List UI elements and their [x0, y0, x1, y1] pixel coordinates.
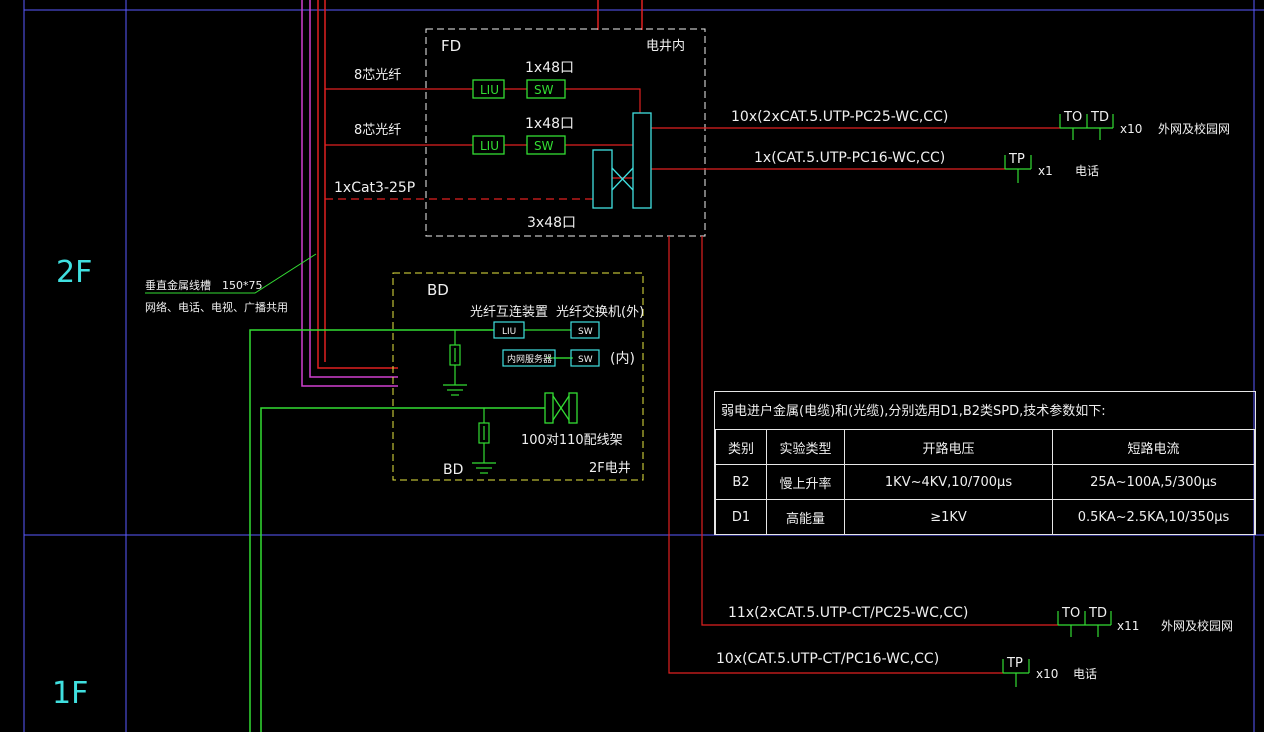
bottom-data-count: x11 [1117, 619, 1139, 633]
bottom-to-label: TO [1061, 606, 1080, 621]
spd-cell: D1 [715, 499, 767, 535]
spd-header-test-type: 实验类型 [766, 429, 845, 465]
top-td-label: TD [1090, 110, 1109, 125]
fd-liu-1-label: LIU [480, 83, 499, 97]
fd-shaft-label: 电井内 [646, 38, 685, 54]
bd-fiber-switch: 光纤交换机(外) [556, 304, 644, 320]
bottom-phone-outlet [1002, 659, 1030, 687]
bd-110-frame [544, 392, 578, 424]
spd-cell: 1KV~4KV,10/700μs [844, 464, 1053, 500]
bd-frame-label: 100对110配线架 [521, 433, 623, 448]
fd-liu-2: LIU [472, 135, 505, 155]
fd-patch-label-2: 1x48口 [525, 116, 574, 132]
bd-inner-label: (内) [610, 351, 635, 367]
spd-table-title: 弱电进户金属(电缆)和(光缆),分别选用D1,B2类SPD,技术参数如下: [721, 404, 1106, 419]
bd-liu-label: LIU [502, 327, 516, 337]
spd-header-open-voltage: 开路电压 [844, 429, 1053, 465]
bd-intranet-label: 内网服务器 [507, 353, 552, 365]
spd-table-grid: 类别 实验类型 开路电压 短路电流 B2 慢上升率 1KV~4KV,10/700… [715, 429, 1255, 535]
tray-note-line1: 垂直金属线槽 150*75 [145, 278, 263, 292]
spd-header-category: 类别 [715, 429, 767, 465]
bottom-phone-count: x10 [1036, 667, 1058, 681]
green-risers [249, 329, 545, 732]
bd-surge-protector-1 [449, 344, 461, 366]
spd-cell: ≥1KV [844, 499, 1053, 535]
bd-sw-inner: SW [570, 349, 600, 367]
bd-sw-outer-label: SW [578, 327, 593, 337]
top-data-count: x10 [1120, 122, 1142, 136]
fd-cat3-label: 1xCat3-25P [334, 180, 415, 196]
fd-liu-1: LIU [472, 79, 505, 99]
spd-header-short-current: 短路电流 [1052, 429, 1255, 465]
fd-sw-1-label: SW [534, 83, 554, 97]
top-phone-label: 电话 [1075, 164, 1099, 178]
spd-parameter-table: 弱电进户金属(电缆)和(光缆),分别选用D1,B2类SPD,技术参数如下: 类别… [714, 391, 1256, 535]
fd-red-lines [325, 88, 1060, 674]
bd-surge-protector-2 [478, 422, 490, 444]
spd-cell: 慢上升率 [766, 464, 845, 500]
top-phone-cable-label: 1x(CAT.5.UTP-PC16-WC,CC) [754, 150, 945, 166]
spd-cell: 高能量 [766, 499, 845, 535]
fd-patch-label-3: 3x48口 [527, 215, 576, 231]
red-risers [317, 0, 643, 369]
floor-label-2f: 2F [56, 255, 92, 290]
tray-note-line2: 网络、电话、电视、广播共用 [145, 300, 288, 314]
spd-cell: 25A~100A,5/300μs [1052, 464, 1255, 500]
top-phone-count: x1 [1038, 164, 1053, 178]
fd-fiber-label-2: 8芯光纤 [354, 123, 401, 138]
bottom-tp-label: TP [1006, 656, 1023, 671]
bd-sw-outer: SW [570, 321, 600, 339]
spd-row-d1: D1 高能量 ≥1KV 0.5KA~2.5KA,10/350μs [715, 499, 1255, 535]
spd-cell: B2 [715, 464, 767, 500]
top-to-label: TO [1063, 110, 1082, 125]
bd-shaft-label: 2F电井 [589, 461, 631, 476]
magenta-risers [301, 0, 398, 387]
fd-patch-frame [592, 112, 652, 209]
bottom-data-cable-label: 11x(2xCAT.5.UTP-CT/PC25-WC,CC) [728, 605, 968, 621]
fd-sw-1: SW [526, 79, 566, 99]
bd-intranet-server: 内网服务器 [502, 349, 556, 367]
bd-sw-inner-label: SW [578, 355, 593, 365]
bd-ground-label: BD [443, 462, 463, 478]
spd-header-row: 类别 实验类型 开路电压 短路电流 [715, 429, 1255, 465]
bd-liu: LIU [493, 321, 525, 339]
top-net-label: 外网及校园网 [1158, 121, 1230, 136]
bottom-phone-label: 电话 [1073, 667, 1097, 681]
fd-patch-label-1: 1x48口 [525, 60, 574, 76]
tray-leader-line [145, 253, 317, 294]
bd-fiber-interconnect: 光纤互连装置 [470, 304, 548, 320]
bd-title: BD [427, 281, 449, 299]
floor-grid [23, 0, 1264, 732]
bottom-td-label: TD [1088, 606, 1107, 621]
spd-row-b2: B2 慢上升率 1KV~4KV,10/700μs 25A~100A,5/300μ… [715, 464, 1255, 500]
bottom-data-outlet [1057, 611, 1112, 637]
spd-cell: 0.5KA~2.5KA,10/350μs [1052, 499, 1255, 535]
floor-label-1f: 1F [52, 676, 88, 711]
fd-sw-2-label: SW [534, 139, 554, 153]
top-data-cable-label: 10x(2xCAT.5.UTP-PC25-WC,CC) [731, 109, 948, 125]
top-data-outlet [1059, 114, 1114, 140]
fd-liu-2-label: LIU [480, 139, 499, 153]
bd-box [392, 272, 644, 481]
bottom-phone-cable-label: 10x(CAT.5.UTP-CT/PC16-WC,CC) [716, 651, 939, 667]
fd-sw-2: SW [526, 135, 566, 155]
fd-fiber-label-1: 8芯光纤 [354, 68, 401, 83]
fd-title: FD [441, 37, 461, 55]
top-phone-outlet [1004, 155, 1032, 183]
top-tp-label: TP [1008, 152, 1025, 167]
bottom-net-label: 外网及校园网 [1161, 618, 1233, 633]
